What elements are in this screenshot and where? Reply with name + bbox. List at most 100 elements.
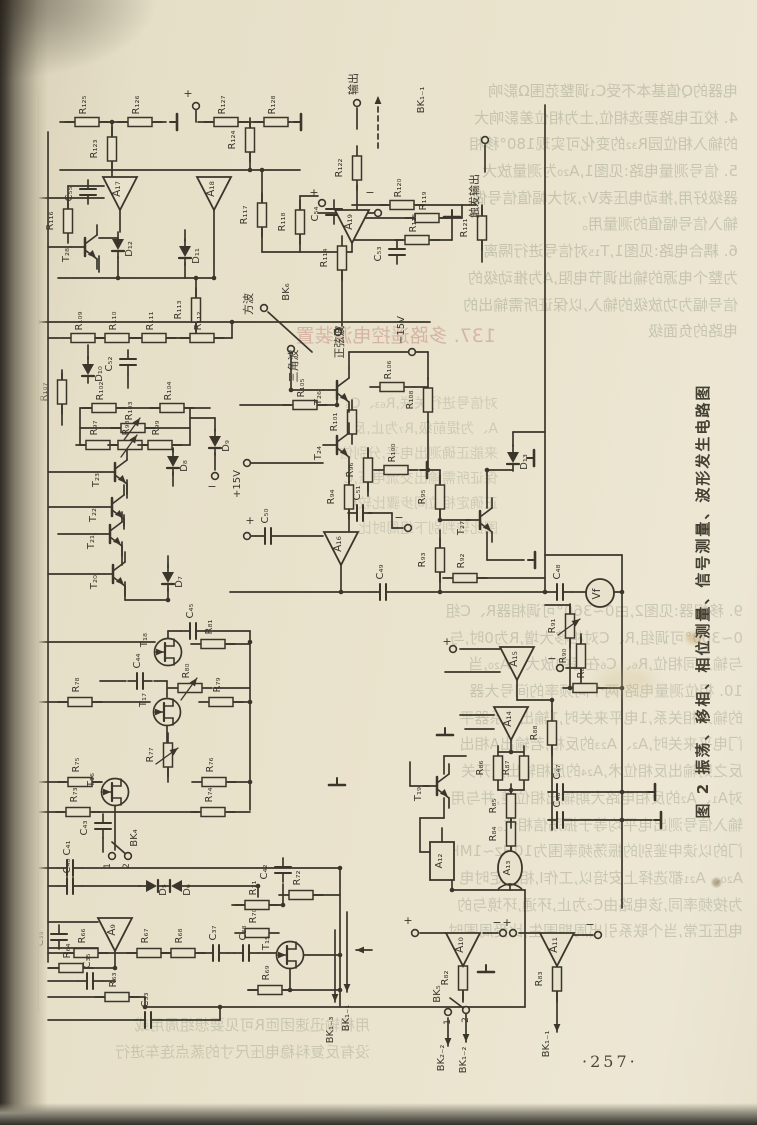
- svg-text:A₁₇: A₁₇: [111, 181, 123, 197]
- svg-text:R₆₃: R₆₃: [108, 973, 119, 988]
- svg-text:T₂₈: T₂₈: [61, 248, 72, 263]
- resistor: R₁₁₇: [239, 192, 268, 238]
- diode: D₅: [138, 878, 169, 896]
- bjt-transistor: T₂₀: [89, 551, 126, 597]
- svg-text:R₈₇: R₈₇: [501, 761, 512, 776]
- fet-transistor: T₁₅: [261, 936, 305, 970]
- bjt-transistor: T₁₉: [413, 763, 450, 809]
- svg-text:BK₂₋₂: BK₂₋₂: [436, 1045, 447, 1072]
- resistor: R₇₉: [198, 678, 244, 708]
- svg-text:R₈₁: R₈₁: [204, 620, 215, 635]
- svg-text:R₁₁₂: R₁₁₂: [193, 312, 204, 331]
- svg-text:BK₄: BK₄: [129, 829, 140, 846]
- opamp: A₁₆: [322, 531, 360, 567]
- paper-stain: [712, 878, 721, 887]
- fet-transistor: T₁₈: [139, 633, 183, 667]
- svg-text:R₁₀₆: R₁₀₆: [383, 361, 394, 380]
- resistor: R₈₅: [488, 783, 517, 829]
- svg-text:R₁₀₈: R₁₀₈: [405, 391, 416, 410]
- svg-text:A₁₆: A₁₆: [332, 536, 344, 552]
- svg-text:BK₁₋₁: BK₁₋₁: [416, 87, 427, 114]
- resistor: R₇₃: [55, 788, 101, 818]
- svg-text:R₁₁₆: R₁₁₆: [45, 212, 56, 231]
- resistor: R₁₁₈: [277, 199, 306, 245]
- svg-text:A₁₄: A₁₄: [502, 711, 514, 727]
- svg-text:+: +: [403, 914, 412, 927]
- svg-text:R₉₈: R₉₈: [121, 421, 132, 436]
- svg-text:输出: 输出: [346, 73, 360, 95]
- svg-text:触发输出: 触发输出: [467, 174, 481, 218]
- diode: D₁₁: [177, 238, 202, 266]
- resistor: R₁₀₇: [39, 369, 68, 415]
- svg-text:R₈₃: R₈₃: [534, 972, 545, 987]
- svg-text:A₁₀: A₁₀: [454, 937, 466, 953]
- svg-text:R₇₃: R₇₃: [69, 788, 80, 803]
- capacitor: C₅₀: [255, 509, 281, 545]
- svg-text:R₉₁: R₉₁: [547, 619, 558, 634]
- svg-text:D₈: D₈: [179, 460, 190, 472]
- resistor: R₉₁: [547, 603, 581, 649]
- resistor: R₁₁₃: [173, 287, 202, 333]
- svg-text:D₁₁: D₁₁: [191, 248, 202, 264]
- svg-text:A₁₉: A₁₉: [343, 214, 355, 230]
- svg-text:BK₁₋₁: BK₁₋₁: [341, 1005, 352, 1032]
- resistor: R₁₁₁: [131, 312, 177, 344]
- svg-text:BK₁₋₂: BK₁₋₂: [458, 1047, 469, 1074]
- svg-text:R₆₄: R₆₄: [62, 944, 73, 959]
- svg-text:A₁₈: A₁₈: [205, 181, 217, 197]
- capacitor: C₄₂: [259, 857, 292, 883]
- meter: Vf: [585, 578, 615, 608]
- svg-text:R₁₀₀: R₁₀₀: [387, 444, 398, 463]
- capacitor: C₄₉: [370, 565, 396, 601]
- svg-text:R₁₀₇: R₁₀₇: [39, 383, 50, 402]
- svg-text:R₇₈: R₇₈: [71, 678, 82, 693]
- resistor: R₁₂₇: [203, 96, 249, 128]
- gate-amp: A₁₃: [497, 850, 523, 890]
- bjt-transistor: T₂₄: [313, 422, 350, 468]
- resistor: R₁₀₄: [149, 382, 195, 414]
- svg-text:+: +: [502, 916, 511, 929]
- resistor: R₉₂: [442, 554, 488, 584]
- svg-text:BK₆: BK₆: [281, 283, 292, 300]
- diode: D₁₀: [80, 356, 105, 384]
- svg-text:R₉₆: R₉₆: [345, 463, 356, 478]
- svg-text:C₄₀: C₄₀: [62, 859, 73, 874]
- svg-text:C₄₅: C₄₅: [185, 604, 196, 619]
- capacitor: C₅₃: [373, 239, 406, 265]
- capacitor: C₄₄: [127, 654, 153, 690]
- svg-text:C₄₉: C₄₉: [375, 565, 386, 580]
- resistor: R₇₀: [234, 909, 280, 939]
- resistor: R₁₂₀: [379, 179, 425, 211]
- svg-text:A₁₅: A₁₅: [508, 651, 520, 667]
- svg-text:R₁₁₈: R₁₁₈: [277, 213, 288, 232]
- svg-text:BK₁₋₃: BK₁₋₃: [325, 1017, 336, 1044]
- resistor: R₁₀₅: [282, 379, 328, 411]
- svg-text:R₈₀: R₈₀: [181, 664, 192, 679]
- svg-text:1: 1: [103, 863, 113, 869]
- resistor: R₁₁₅: [394, 214, 440, 246]
- svg-text:C₅₀: C₅₀: [260, 509, 271, 524]
- resistor: R₆₉: [247, 966, 293, 996]
- svg-text:C₃₃: C₃₃: [140, 993, 151, 1008]
- bjt-transistor: T₂₈: [61, 224, 98, 270]
- svg-text:C₃₈: C₃₈: [238, 926, 249, 941]
- svg-text:T₁₆: T₁₆: [86, 773, 97, 788]
- resistor: R₉₉: [137, 421, 183, 451]
- svg-text:T₂₂: T₂₂: [88, 508, 99, 523]
- svg-text:T₂₇: T₂₇: [456, 521, 467, 536]
- resistor: R₆₄: [48, 944, 94, 974]
- svg-text:R₈₄: R₈₄: [488, 827, 499, 842]
- resistor: R₁₂₁: [459, 205, 488, 251]
- resistor: R₆₈: [160, 929, 206, 959]
- svg-text:C₅₁: C₅₁: [352, 486, 363, 501]
- capacitor: C₃₃: [135, 993, 161, 1029]
- svg-text:R₁₁₀: R₁₁₀: [108, 312, 119, 331]
- svg-text:R₁₂₀: R₁₂₀: [393, 179, 404, 198]
- svg-text:C₃₉: C₃₉: [35, 932, 46, 947]
- svg-text:−: −: [585, 918, 594, 931]
- meters: Vf: [585, 578, 615, 608]
- diode: D₈: [165, 448, 190, 476]
- bjt-transistor: T₂₆: [313, 367, 350, 413]
- diode: D₇: [160, 564, 185, 592]
